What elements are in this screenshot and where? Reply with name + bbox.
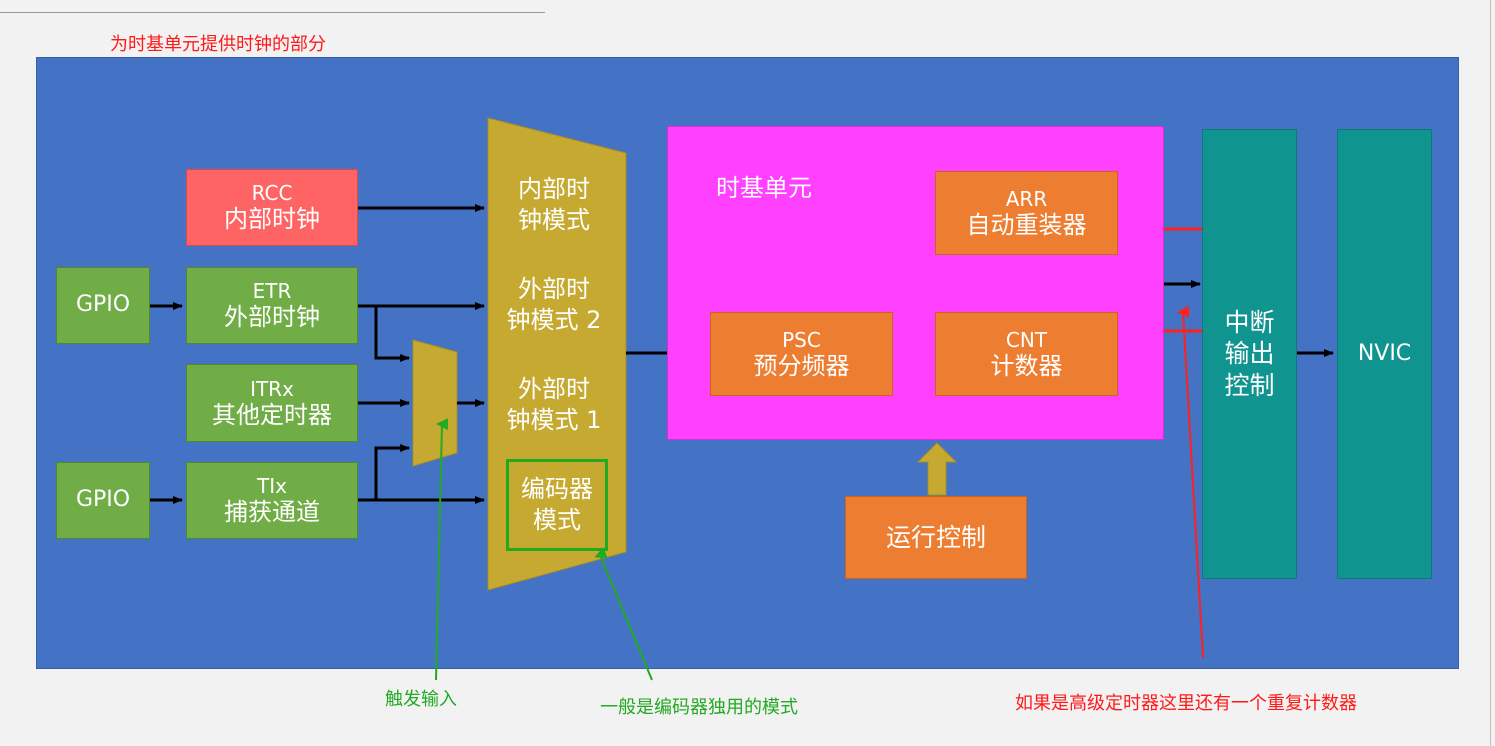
gpio-box-tix: GPIO bbox=[56, 462, 150, 539]
external-clock-mode-2-label: 外部时 钟模式 2 bbox=[490, 268, 618, 342]
right-divider bbox=[1490, 0, 1491, 746]
encoder-exclusive-note: 一般是编码器独用的模式 bbox=[600, 697, 798, 718]
itrx-sublabel: 其他定时器 bbox=[212, 400, 332, 429]
itrx-label: ITRx bbox=[250, 376, 294, 401]
itrx-other-timer-box: ITRx 其他定时器 bbox=[186, 364, 358, 442]
mode-line: 内部时 bbox=[518, 174, 590, 203]
trigger-mux bbox=[412, 339, 458, 467]
mode-line: 模式 bbox=[533, 506, 581, 534]
run-control-box: 运行控制 bbox=[845, 496, 1027, 579]
mode-line: 钟模式 2 bbox=[506, 306, 602, 334]
psc-label: PSC bbox=[782, 327, 821, 352]
rcc-label: RCC bbox=[251, 181, 293, 206]
nvic-box: NVIC bbox=[1337, 129, 1432, 579]
mode-line: 钟模式 bbox=[518, 206, 590, 234]
mode-line: 编码器 bbox=[521, 474, 593, 503]
interrupt-line: 中断 bbox=[1224, 308, 1275, 338]
gpio-box-etr: GPIO bbox=[56, 267, 150, 344]
top-divider bbox=[0, 12, 545, 13]
clock-mode-mux bbox=[487, 117, 627, 591]
mode-line: 外部时 bbox=[518, 274, 590, 303]
tix-sublabel: 捕获通道 bbox=[224, 498, 320, 527]
cnt-counter-box: CNT 计数器 bbox=[935, 312, 1118, 396]
psc-sublabel: 预分频器 bbox=[753, 351, 850, 380]
nvic-label: NVIC bbox=[1357, 340, 1412, 366]
arr-auto-reload-box: ARR 自动重装器 bbox=[935, 171, 1118, 255]
trigger-input-pointer bbox=[435, 418, 449, 681]
rcc-internal-clock-box: RCC 内部时钟 bbox=[186, 169, 358, 246]
tix-to-trigger-arrow bbox=[374, 444, 410, 500]
mode-line: 外部时 bbox=[518, 374, 590, 403]
arr-sublabel: 自动重装器 bbox=[966, 210, 1087, 239]
encoder-mode-pointer bbox=[594, 547, 653, 681]
run-control-up-arrow bbox=[916, 442, 958, 496]
arr-label: ARR bbox=[1005, 186, 1048, 211]
interrupt-line: 输出 bbox=[1224, 339, 1275, 369]
rcc-sublabel: 内部时钟 bbox=[224, 205, 320, 234]
run-control-label: 运行控制 bbox=[885, 522, 986, 552]
gpio-label: GPIO bbox=[75, 292, 131, 318]
clock-source-note: 为时基单元提供时钟的部分 bbox=[110, 34, 326, 55]
external-clock-mode-1-label: 外部时 钟模式 1 bbox=[490, 368, 618, 442]
cnt-label: CNT bbox=[1005, 327, 1048, 352]
repeat-counter-pointer bbox=[1177, 305, 1204, 659]
tix-label: TIx bbox=[257, 474, 287, 499]
tix-capture-channel-box: TIx 捕获通道 bbox=[186, 462, 358, 539]
cnt-sublabel: 计数器 bbox=[990, 351, 1063, 380]
mode-line: 钟模式 1 bbox=[506, 406, 602, 434]
encoder-mode-box: 编码器 模式 bbox=[506, 459, 608, 551]
repeat-counter-note: 如果是高级定时器这里还有一个重复计数器 bbox=[1015, 693, 1357, 714]
timebase-title: 时基单元 bbox=[716, 174, 812, 202]
psc-prescaler-box: PSC 预分频器 bbox=[710, 312, 893, 396]
interrupt-output-control-box: 中断 输出 控制 bbox=[1202, 129, 1297, 579]
etr-to-trigger-arrow bbox=[374, 306, 410, 362]
interrupt-line: 控制 bbox=[1224, 370, 1275, 400]
trigger-input-note: 触发输入 bbox=[385, 689, 457, 710]
etr-label: ETR bbox=[252, 279, 292, 304]
gpio-label: GPIO bbox=[75, 487, 131, 513]
internal-clock-mode-label: 内部时 钟模式 bbox=[490, 168, 618, 242]
etr-external-clock-box: ETR 外部时钟 bbox=[186, 267, 358, 344]
etr-sublabel: 外部时钟 bbox=[224, 303, 320, 332]
